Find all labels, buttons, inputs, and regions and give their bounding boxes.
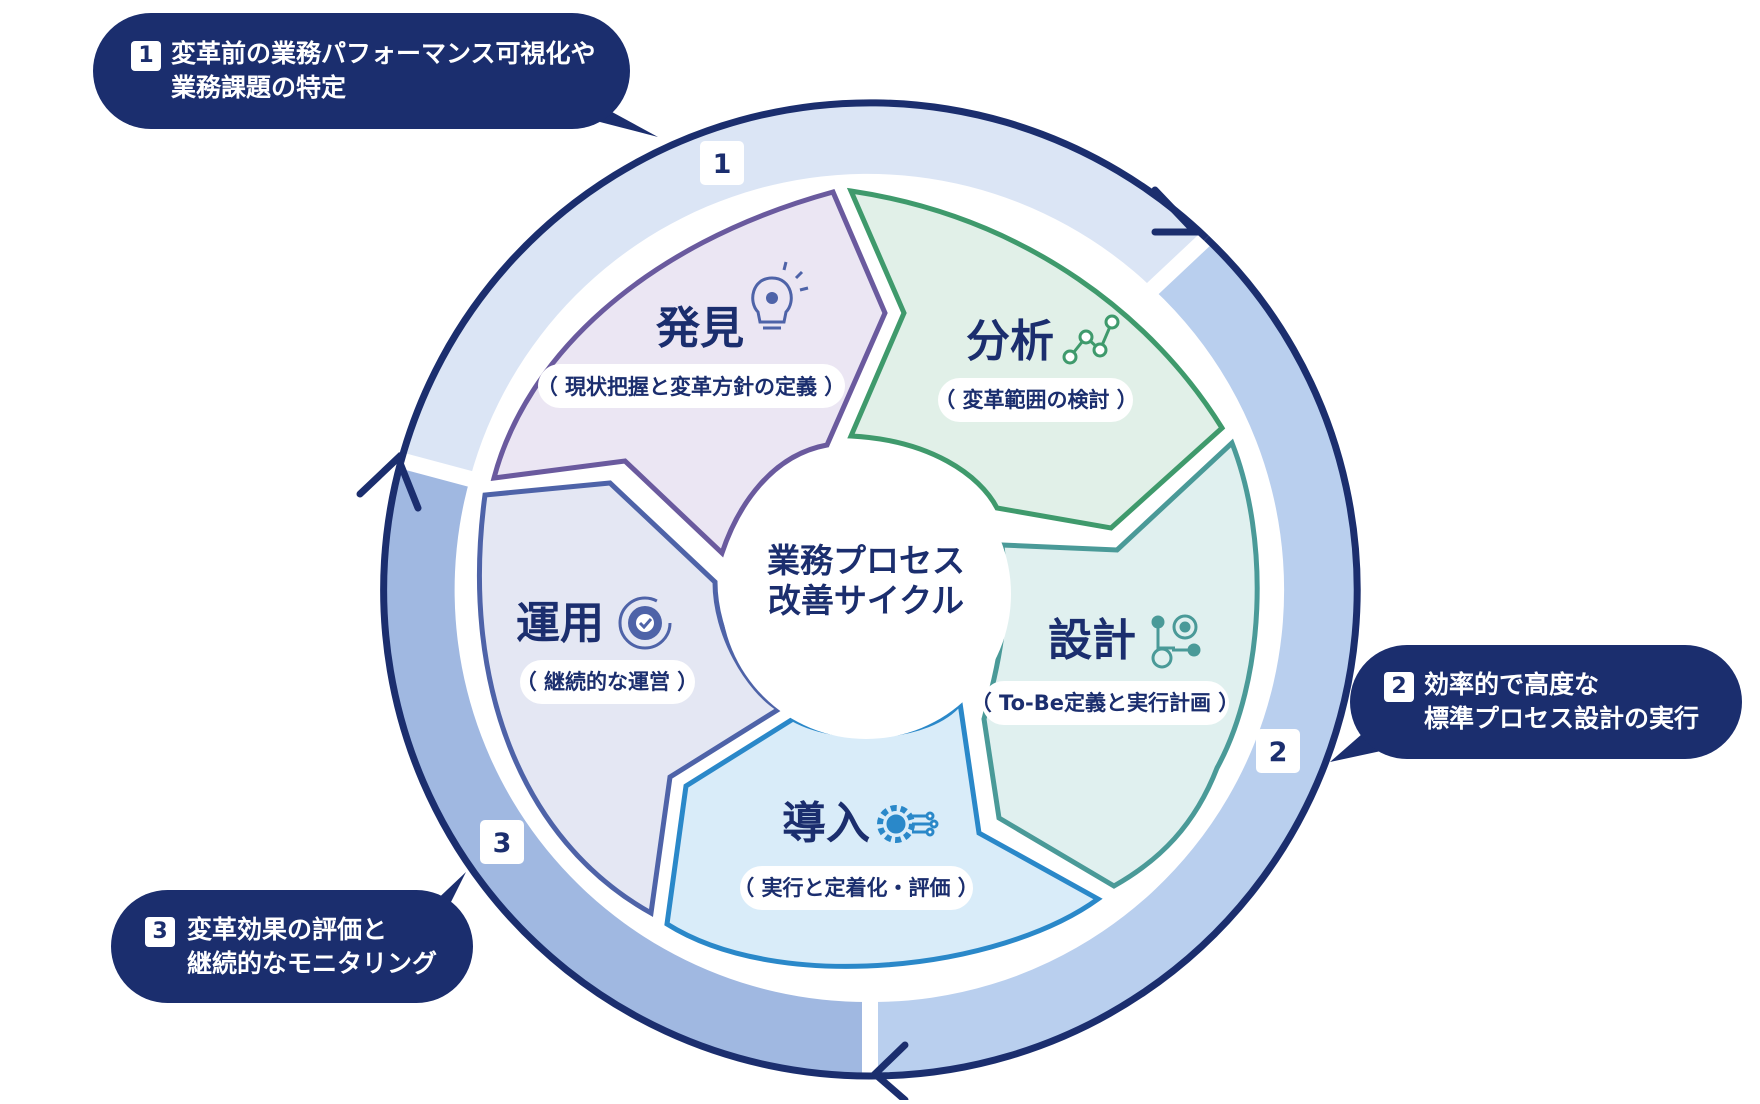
ring-segment-3 <box>383 461 870 1077</box>
ring-gap-2 <box>1141 226 1219 300</box>
ring-segment-1 <box>400 102 1207 479</box>
svg-text:1: 1 <box>713 149 732 180</box>
center-hub <box>721 449 1011 739</box>
ring-arrow-arc-3 <box>380 460 871 1080</box>
ring-gap-1 <box>389 450 481 489</box>
ring-arrow-arc-1 <box>397 99 1209 463</box>
network-nodes-icon <box>1062 314 1120 365</box>
callout-1-number: 1 <box>131 41 161 71</box>
phase-subtitle-pill-design <box>982 681 1229 725</box>
ring-arrowhead-3 <box>356 451 422 512</box>
callout-2-line1: 効率的で高度な <box>1424 670 1600 699</box>
phase-subtitle-operation: （ 継続的な運営 ） <box>516 670 699 694</box>
lightbulb-gear-icon <box>751 261 809 330</box>
phase-subtitle-pill-discovery <box>538 364 845 408</box>
callout-2-number: 2 <box>1384 672 1414 702</box>
ring-arrow-arc-2 <box>869 235 1361 1080</box>
center-title-line2: 改善サイクル <box>768 581 964 620</box>
ring-arrowhead-1 <box>1151 186 1204 236</box>
callout-2: 2 効率的で高度な 標準プロセス設計の実行 <box>1350 645 1742 759</box>
phase-subtitle-pill-deployment <box>740 866 973 910</box>
phase-subtitle-pill-operation <box>520 660 695 704</box>
center-title-line1: 業務プロセス <box>767 541 965 580</box>
phase-subtitle-design: （ To-Be定義と実行計画 ） <box>971 691 1240 715</box>
gear-check-icon <box>618 596 672 650</box>
ring-number-badge-3: 3 <box>480 820 524 864</box>
phase-subtitle-analysis: （ 変革範囲の検討 ） <box>934 388 1138 412</box>
callout-1-line2: 業務課題の特定 <box>171 73 347 102</box>
phase-title-operation: 運用 <box>516 598 604 649</box>
callout-1: 1 変革前の業務パフォーマンス可視化や 業務課題の特定 <box>93 13 630 129</box>
callout-3-line1: 変革効果の評価と <box>187 915 388 944</box>
phase-title-design: 設計 <box>1048 615 1136 666</box>
phase-title-analysis: 分析 <box>966 316 1054 367</box>
callout-3-number: 3 <box>145 917 175 947</box>
gear-circuit-icon <box>877 805 939 843</box>
phase-title-discovery: 発見 <box>655 303 744 354</box>
ring-arrowhead-2 <box>869 1041 909 1104</box>
ring-number-badge-2: 2 <box>1256 729 1300 773</box>
phase-subtitle-discovery: （ 現状把握と変革方針の定義 ） <box>537 375 846 399</box>
ring-number-badge-1: 1 <box>700 141 744 185</box>
ring-segment-2 <box>870 238 1358 1077</box>
callout-3: 3 変革効果の評価と 継続的なモニタリング <box>111 890 473 1003</box>
callout-2-line2: 標準プロセス設計の実行 <box>1424 704 1700 733</box>
phase-subtitle-pill-analysis <box>938 378 1133 422</box>
callout-1-line1: 変革前の業務パフォーマンス可視化や <box>171 39 596 68</box>
phase-title-deployment: 導入 <box>782 798 870 849</box>
svg-text:3: 3 <box>493 828 512 859</box>
phase-shape-analysis <box>846 187 1226 531</box>
flowchart-gears-icon <box>1151 614 1201 669</box>
callout-3-line2: 継続的なモニタリング <box>187 949 438 978</box>
phase-subtitle-deployment: （ 実行と定着化・評価 ） <box>733 876 979 900</box>
svg-text:2: 2 <box>1269 737 1288 768</box>
